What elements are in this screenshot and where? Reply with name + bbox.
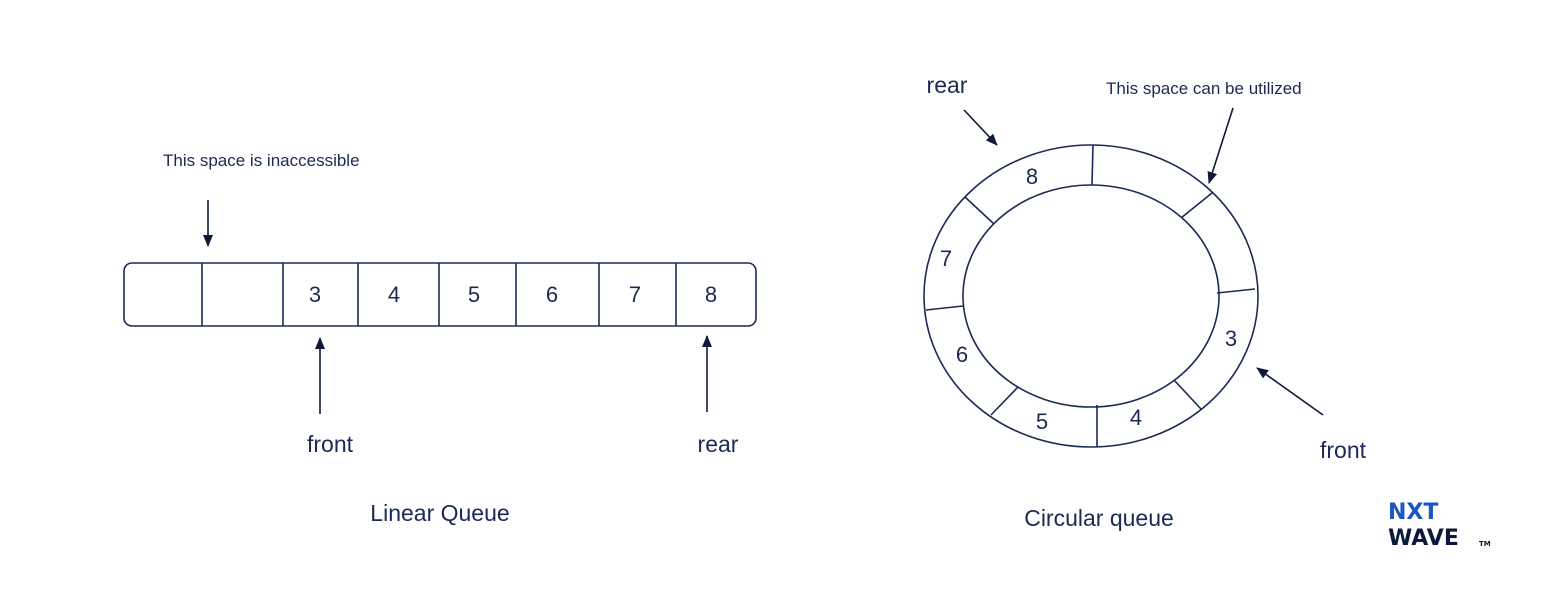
logo-bottom: WAVE	[1388, 526, 1459, 551]
utilized-arrow	[1207, 107, 1234, 184]
linear-cell-8: 8	[705, 282, 717, 307]
circular-rear-arrow	[963, 109, 998, 146]
inaccessible-note: This space is inaccessible	[163, 151, 360, 170]
circular-caption: Circular queue	[1024, 505, 1174, 531]
linear-cell-3: 3	[309, 282, 321, 307]
logo-tm: TM	[1479, 540, 1491, 548]
ring-segment-3: 3	[1225, 326, 1237, 351]
linear-queue: This space is inaccessible 3 4 5 6 7 8 f…	[123, 151, 757, 526]
inner-ring	[962, 184, 1220, 408]
linear-queue-values: 3 4 5 6 7 8	[309, 282, 717, 307]
logo-top: NXT	[1388, 500, 1438, 525]
circular-front-arrow	[1256, 367, 1324, 416]
rear-label: rear	[698, 431, 739, 457]
linear-cell-5: 5	[468, 282, 480, 307]
front-label: front	[307, 431, 354, 457]
ring-values: 8 3 4 5 6 7	[940, 164, 1237, 434]
outer-ring	[923, 144, 1259, 448]
circular-rear-label: rear	[927, 72, 968, 98]
linear-cell-7: 7	[629, 282, 641, 307]
ring-segment-4: 4	[1130, 405, 1142, 430]
linear-caption: Linear Queue	[370, 500, 509, 526]
linear-queue-box	[123, 262, 757, 327]
linear-queue-dividers	[201, 263, 677, 326]
linear-cell-6: 6	[546, 282, 558, 307]
ring-segment-8: 8	[1026, 164, 1038, 189]
circular-queue: 8 3 4 5 6 7 rear This space can be utili…	[923, 72, 1367, 531]
ring-dividers	[925, 144, 1256, 447]
ring-segment-7: 7	[940, 246, 952, 271]
utilized-note: This space can be utilized	[1106, 79, 1302, 98]
circular-front-label: front	[1320, 437, 1367, 463]
nxtwave-logo: NXT WAVE TM	[1388, 500, 1491, 551]
linear-cell-4: 4	[388, 282, 400, 307]
ring-segment-6: 6	[956, 342, 968, 367]
ring-segment-5: 5	[1036, 409, 1048, 434]
